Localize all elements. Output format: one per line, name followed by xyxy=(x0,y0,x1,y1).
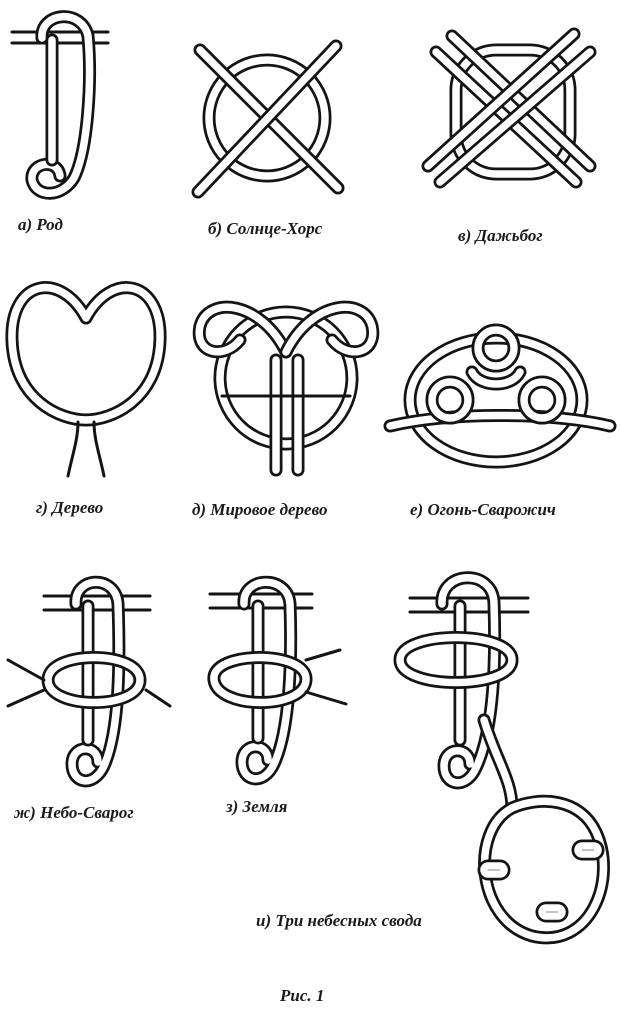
caption-nebo-svarog: ж) Небо-Сварог xyxy=(14,803,134,822)
caption-dazhbog: в) Дажьбог xyxy=(458,226,543,245)
knot-derevo xyxy=(5,281,167,478)
knot-rod xyxy=(10,10,110,200)
caption-zemlya: з) Земля xyxy=(226,797,288,816)
knot-tri-nebesnykh-svoda xyxy=(393,571,610,945)
knot-mirovoe-derevo xyxy=(192,300,380,477)
knot-dazhbog xyxy=(421,27,597,189)
knot-nebo-svarog xyxy=(6,575,172,788)
caption-solntse-khors: б) Солнце-Хорс xyxy=(208,219,323,238)
knot-solntse-khors xyxy=(191,39,345,199)
knot-ogon-svarozhich xyxy=(383,323,617,469)
caption-rod: а) Род xyxy=(18,215,63,234)
caption-mirovoe-derevo: д) Мировое дерево xyxy=(192,500,328,519)
caption-ogon-svarozhich: е) Огонь-Сварожич xyxy=(410,500,556,519)
caption-tri-nebesnykh-svoda: и) Три небесных свода xyxy=(256,911,422,930)
knot-zemlya xyxy=(207,575,348,786)
figure-label: Рис. 1 xyxy=(280,986,325,1005)
caption-derevo: г) Дерево xyxy=(36,498,104,517)
